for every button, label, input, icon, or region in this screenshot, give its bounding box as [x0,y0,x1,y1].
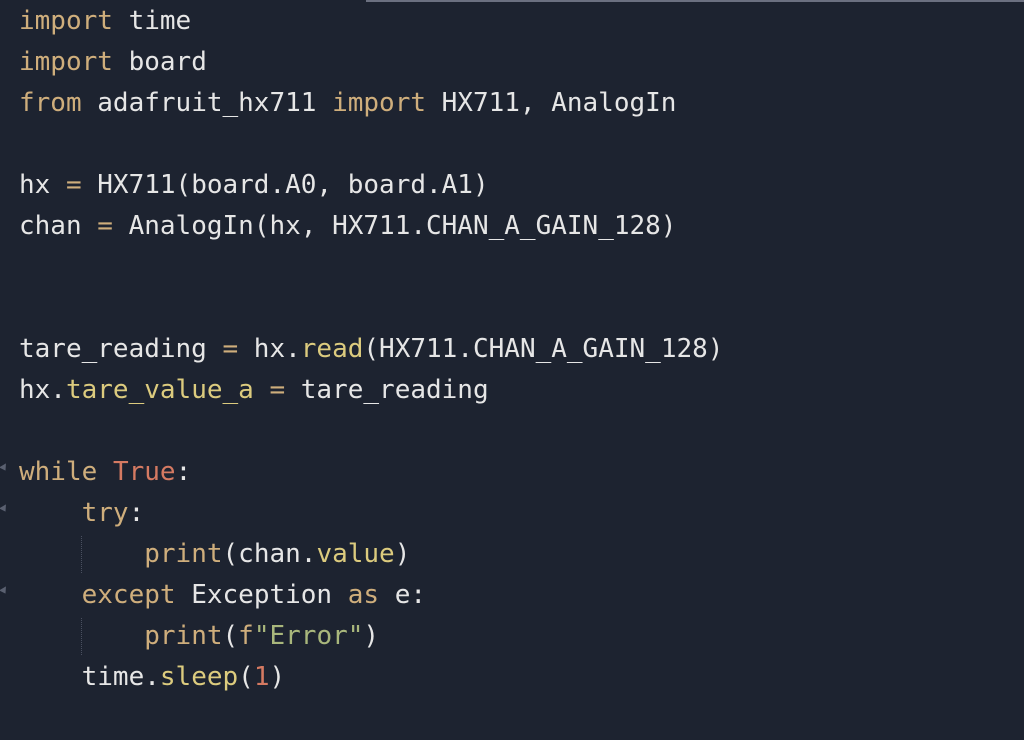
text-token [19,580,82,610]
keyword-token: f [238,621,254,651]
text-token: (chan. [222,539,317,569]
keyword-token: while [19,457,98,487]
text-token: e: [379,580,427,610]
code-line[interactable]: tare_reading = hx.read(HX711.CHAN_A_GAIN… [0,329,1024,370]
code-line[interactable]: hx = HX711(board.A0, board.A1) [0,165,1024,206]
text-token: tare_reading [19,334,223,364]
code-line[interactable] [0,247,1024,288]
method-token: sleep [159,662,239,692]
text-token: hx. [19,375,66,405]
code-line[interactable]: hx.tare_value_a = tare_reading [0,370,1024,411]
code-line[interactable] [0,288,1024,329]
keyword-token: import [19,47,113,77]
code-line[interactable]: import board [0,42,1024,83]
method-token: tare_value_a [65,375,254,405]
text-token: time. [19,662,160,692]
text-token: Exception [175,580,348,610]
keyword-token: print [144,621,223,651]
text-token: hx [19,170,66,200]
method-token: value [316,539,395,569]
code-line[interactable]: time.sleep(1) [0,657,1024,698]
text-token: chan [19,211,98,241]
keyword-token: as [347,580,380,610]
text-token: ) [269,662,286,692]
indent-guide [81,536,82,573]
code-line[interactable]: from adafruit_hx711 import HX711, Analog… [0,83,1024,124]
code-line[interactable] [0,124,1024,165]
text-token: hx. [238,334,301,364]
operator-token: = [65,170,82,200]
text-token: (HX711.CHAN_A_GAIN_128) [363,334,724,364]
code-line[interactable]: while True: [0,452,1024,493]
operator-token: = [269,375,286,405]
text-token [97,457,113,487]
indent-guide [81,618,82,655]
text-token: : [128,498,145,528]
keyword-token: from [19,88,82,118]
keyword-token: try [81,498,129,528]
text-token: HX711(board.A0, board.A1) [81,170,489,200]
keyword-token: import [332,88,426,118]
fold-arrow-icon[interactable] [0,586,9,596]
keyword-token: except [81,580,176,610]
text-token: HX711, AnalogIn [426,88,677,118]
text-token: adafruit_hx711 [81,88,333,118]
fold-arrow-icon[interactable] [0,463,9,473]
code-line[interactable]: print(chan.value) [0,534,1024,575]
code-line[interactable]: import time [0,1,1024,42]
text-token: AnalogIn(hx, HX711.CHAN_A_GAIN_128) [112,211,677,241]
code-line[interactable]: print(f"Error") [0,616,1024,657]
text-token: ( [238,662,254,692]
operator-token: = [97,211,113,241]
code-line[interactable]: except Exception as e: [0,575,1024,616]
text-token [19,498,82,528]
method-token: read [300,334,364,364]
code-line[interactable] [0,411,1024,452]
keyword-token: import [19,6,113,36]
code-line[interactable]: try: [0,493,1024,534]
string-token: "Error" [253,621,364,651]
constant-token: 1 [253,662,270,692]
text-token: ( [222,621,239,651]
text-token [254,375,270,405]
tab-border [366,0,1024,2]
text-token: board [112,47,207,77]
keyword-token: print [144,539,223,569]
operator-token: = [222,334,239,364]
text-token: : [175,457,192,487]
text-token: time [112,6,192,36]
fold-arrow-icon[interactable] [0,504,9,514]
text-token: ) [363,621,380,651]
constant-token: True [112,457,176,487]
text-token: tare_reading [285,375,489,405]
code-line[interactable]: chan = AnalogIn(hx, HX711.CHAN_A_GAIN_12… [0,206,1024,247]
text-token: ) [394,539,411,569]
